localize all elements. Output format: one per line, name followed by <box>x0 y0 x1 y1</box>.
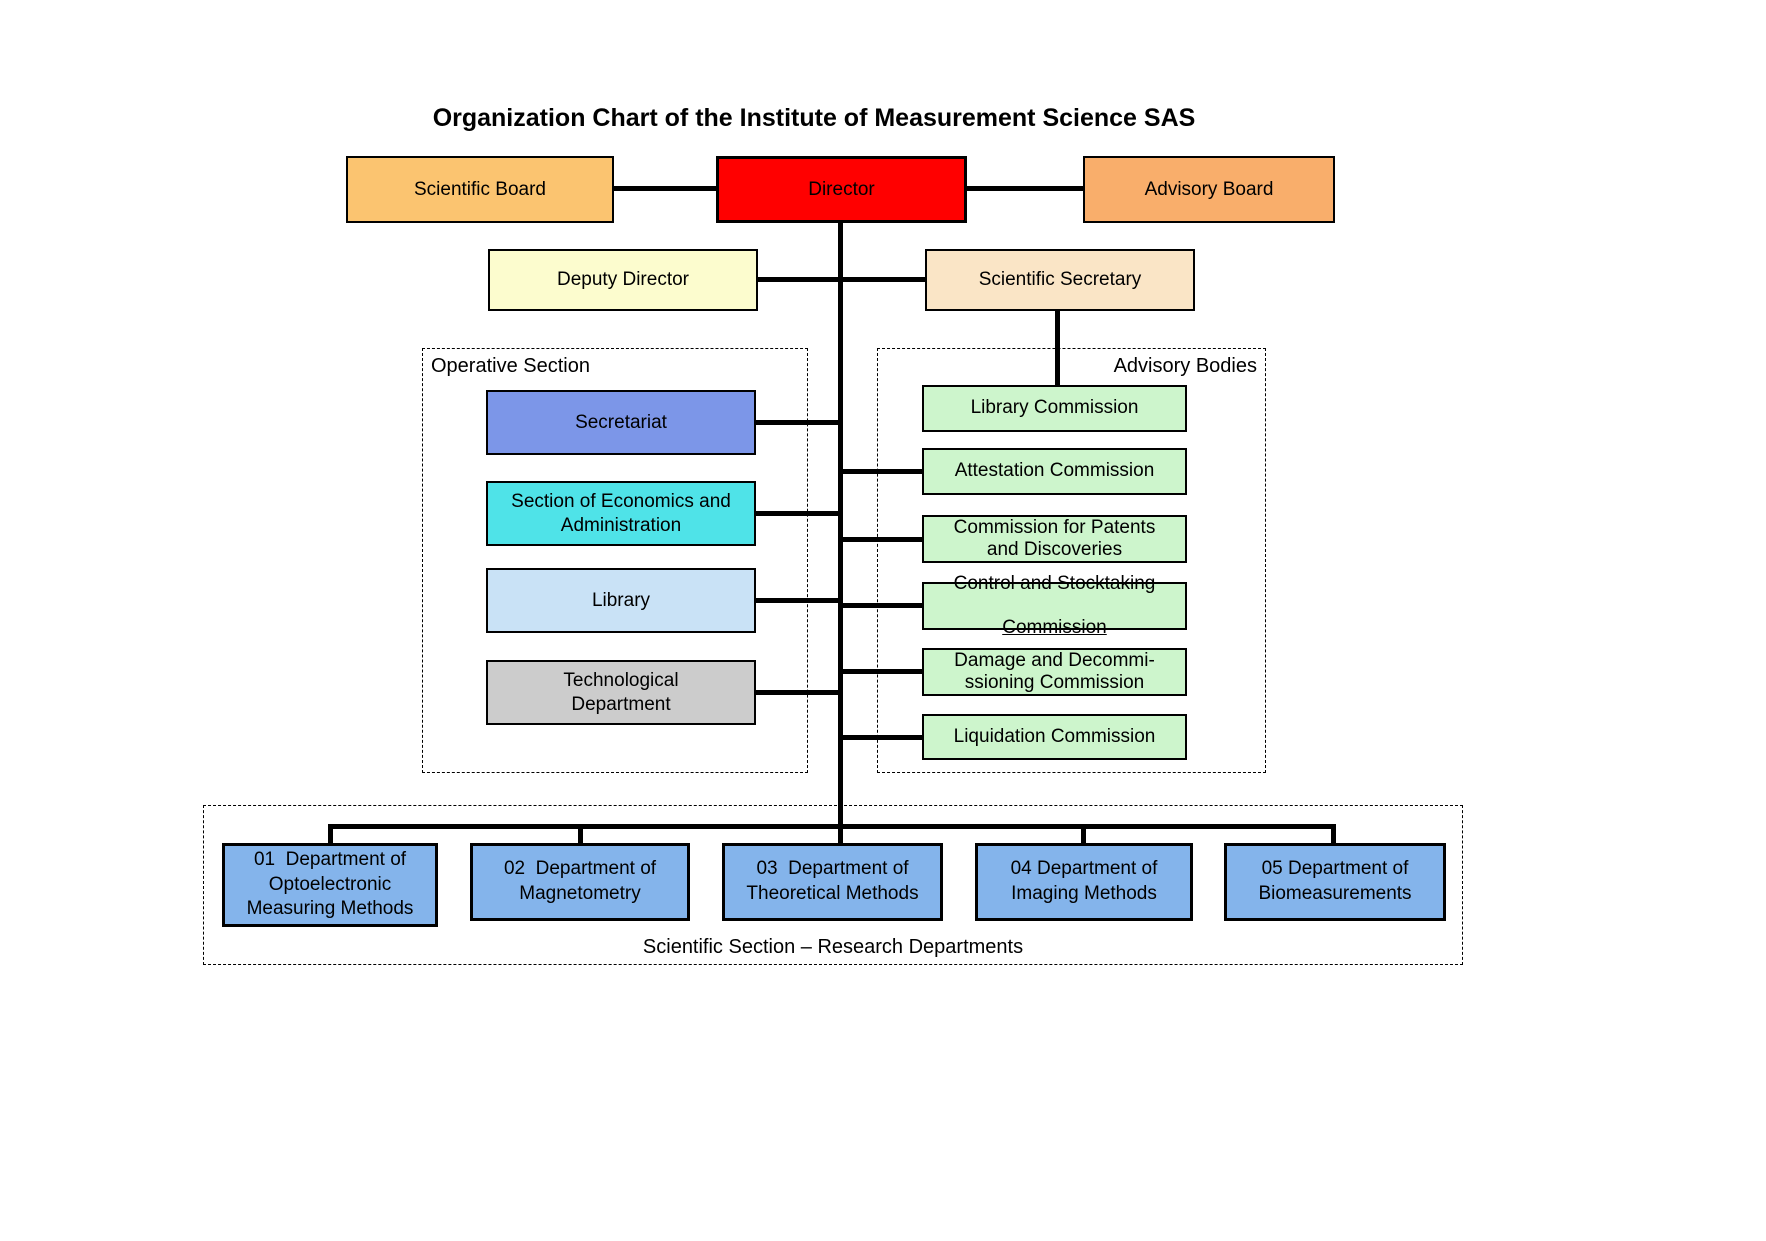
control-stocktaking-commission-box: Control and Stocktaking Commission <box>922 573 1187 638</box>
scientific-board-box: Scientific Board <box>346 156 614 223</box>
advisory-bodies-label: Advisory Bodies <box>1113 355 1257 377</box>
attestation-commission-box: Attestation Commission <box>922 448 1187 495</box>
connector-drop-d05 <box>1331 824 1336 843</box>
control-stocktaking-commission-label: Control and Stocktaking Commission <box>954 573 1156 640</box>
deputy-director-box: Deputy Director <box>488 249 758 311</box>
connector-board-director <box>614 186 716 191</box>
operative-section-group: Operative Section <box>422 348 808 773</box>
economics-section-box: Section of Economics and Administration <box>486 481 756 546</box>
department-01-optoelectronic-box: 01 Department of Optoelectronic Measurin… <box>222 843 438 927</box>
connector-main-trunk <box>838 223 843 843</box>
patents-commission-box: Commission for Patents and Discoveries <box>922 515 1187 563</box>
connector-departments-bus <box>328 824 1336 829</box>
secretariat-box: Secretariat <box>486 390 756 455</box>
connector-library <box>754 598 838 603</box>
library-box: Library <box>486 568 756 633</box>
department-03-theoretical-methods-box: 03 Department of Theoretical Methods <box>722 843 943 921</box>
connector-director-advisory <box>967 186 1083 191</box>
connector-attestation <box>843 469 922 474</box>
damage-decommissioning-commission-box: Damage and Decommi- ssioning Commission <box>922 648 1187 696</box>
advisory-board-box: Advisory Board <box>1083 156 1335 223</box>
connector-secretariat <box>754 420 838 425</box>
connector-control <box>843 603 922 608</box>
label-line2-underlined: Commission <box>1002 617 1107 639</box>
page-title: Organization Chart of the Institute of M… <box>432 104 1196 132</box>
scientific-secretary-box: Scientific Secretary <box>925 249 1195 311</box>
department-04-imaging-methods-box: 04 Department of Imaging Methods <box>975 843 1193 921</box>
liquidation-commission-box: Liquidation Commission <box>922 714 1187 760</box>
library-commission-box: Library Commission <box>922 385 1187 432</box>
connector-damage <box>843 669 922 674</box>
scientific-section-label: Scientific Section – Research Department… <box>642 936 1024 958</box>
connector-economics <box>754 511 838 516</box>
director-box: Director <box>716 156 967 223</box>
operative-section-label: Operative Section <box>431 355 590 377</box>
label-line1: Control and Stocktaking <box>953 572 1156 594</box>
connector-drop-d02 <box>578 824 583 843</box>
department-02-magnetometry-box: 02 Department of Magnetometry <box>470 843 690 921</box>
connector-drop-d01 <box>328 824 333 843</box>
connector-technological <box>754 690 838 695</box>
connector-drop-d04 <box>1081 824 1086 843</box>
technological-department-box: Technological Department <box>486 660 756 725</box>
connector-liquidation <box>843 735 922 740</box>
department-05-biomeasurements-box: 05 Department of Biomeasurements <box>1224 843 1446 921</box>
connector-deputy-secretary <box>758 277 925 282</box>
scientific-section-group: Scientific Section – Research Department… <box>203 805 1463 965</box>
advisory-bodies-group: Advisory Bodies <box>877 348 1266 773</box>
connector-patents <box>843 537 922 542</box>
